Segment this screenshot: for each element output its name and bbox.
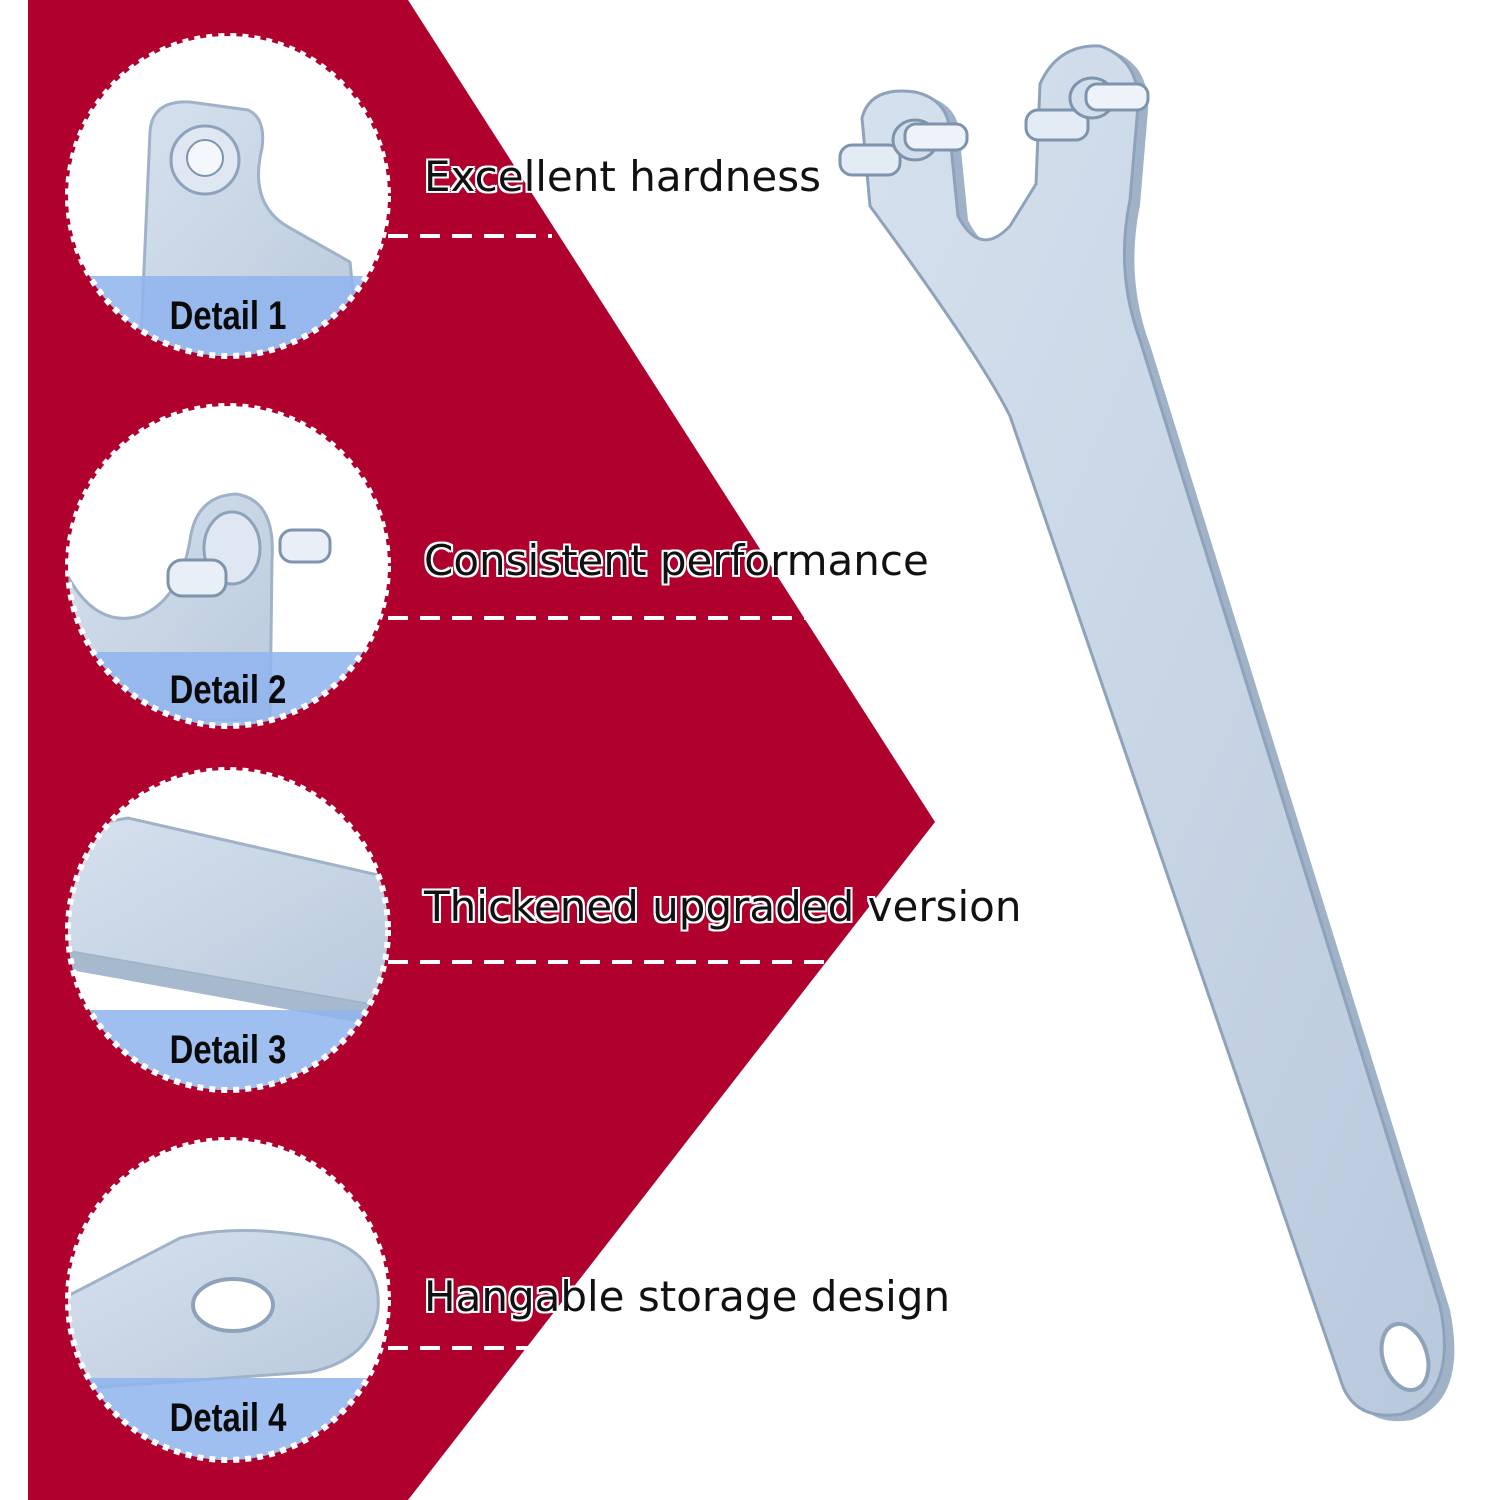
feature-text-3: Thickened upgraded version <box>424 882 1022 931</box>
detail-circle-4 <box>65 1137 391 1463</box>
hang-hole-closeup-icon <box>68 1228 380 1392</box>
detail-label-4: Detail 4 <box>169 1396 287 1440</box>
feature-text-1: Excellent hardness <box>424 152 821 201</box>
red-chevron-banner <box>28 0 935 1500</box>
detail-label-1: Detail 1 <box>169 294 287 338</box>
detail-circle-2 <box>65 403 391 729</box>
pin-spanner-wrench-icon <box>838 44 1455 1422</box>
detail-label-2: Detail 2 <box>169 668 287 712</box>
feature-text-4: Hangable storage design <box>424 1272 951 1321</box>
connector-lines <box>388 234 850 1350</box>
feature-text-2: Consistent performance <box>424 536 929 585</box>
detail-label-3: Detail 3 <box>169 1028 287 1072</box>
detail-circle-1 <box>65 33 391 359</box>
